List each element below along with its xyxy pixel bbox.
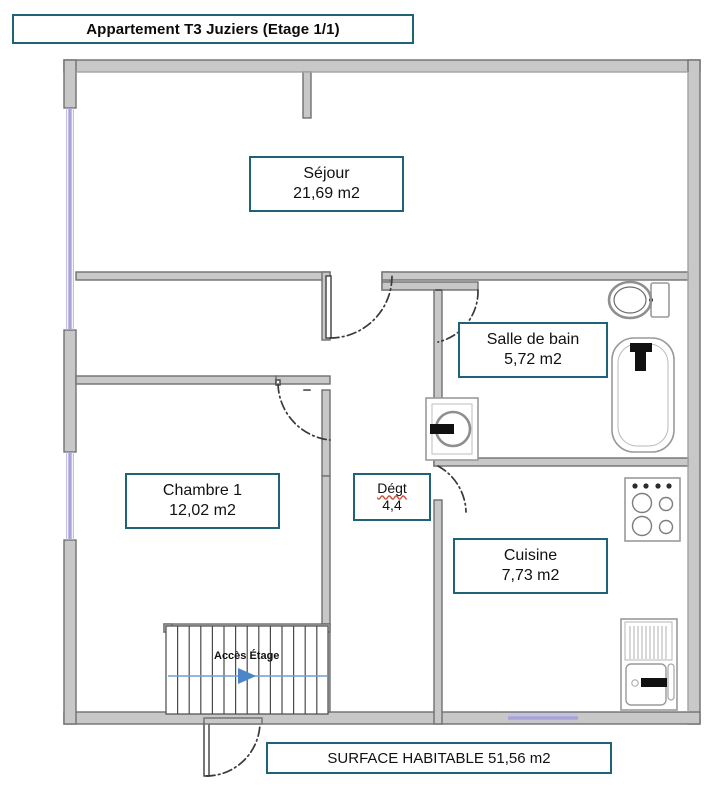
- stairs-direction-arrow: [168, 668, 328, 684]
- room-label-chambre-1: Chambre 1 12,02 m2: [125, 473, 280, 529]
- window-chambre-west: [65, 452, 75, 540]
- window-sejour-west: [65, 108, 75, 330]
- surface-habitable-text: SURFACE HABITABLE 51,56 m2: [327, 749, 551, 767]
- room-name-salle-de-bain: Salle de bain: [486, 331, 580, 348]
- room-label-degt: Dégt 4,4: [353, 473, 431, 521]
- room-name-sejour: Séjour: [303, 165, 350, 182]
- room-name-degt: Dégt: [377, 479, 407, 496]
- room-area-cuisine: 7,73 m2: [501, 567, 560, 584]
- plan-title-text: Appartement T3 Juziers (Etage 1/1): [86, 20, 340, 38]
- room-area-sejour: 21,69 m2: [293, 185, 360, 202]
- room-name-cuisine: Cuisine: [503, 547, 558, 564]
- room-area-salle-de-bain: 5,72 m2: [504, 351, 562, 368]
- surface-habitable-box: SURFACE HABITABLE 51,56 m2: [266, 742, 612, 774]
- door-sejour: [325, 275, 393, 339]
- kitchen-sink-fixture: [620, 618, 678, 711]
- slab-inner-outline: [76, 71, 689, 712]
- room-name-chambre-1: Chambre 1: [162, 482, 243, 499]
- door-entry: [203, 717, 263, 777]
- room-area-degt: 4,4: [382, 497, 402, 513]
- room-label-salle-de-bain: Salle de bain 5,72 m2: [458, 322, 608, 378]
- bathtub-fixture: [611, 337, 675, 453]
- room-label-sejour: Séjour 21,69 m2: [249, 156, 404, 212]
- staircase: [165, 625, 329, 715]
- door-chambre-1: [275, 379, 331, 441]
- room-area-chambre-1: 12,02 m2: [169, 502, 236, 519]
- window-cuisine-south: [508, 713, 578, 723]
- stairs-access-label: Accès Étage: [214, 650, 280, 662]
- washbasin-fixture: [425, 397, 479, 461]
- plan-title-box: Appartement T3 Juziers (Etage 1/1): [12, 14, 414, 44]
- room-label-cuisine: Cuisine 7,73 m2: [453, 538, 608, 594]
- cooktop-fixture: [624, 477, 681, 542]
- door-cuisine: [437, 465, 467, 513]
- toilet-fixture: [607, 280, 670, 320]
